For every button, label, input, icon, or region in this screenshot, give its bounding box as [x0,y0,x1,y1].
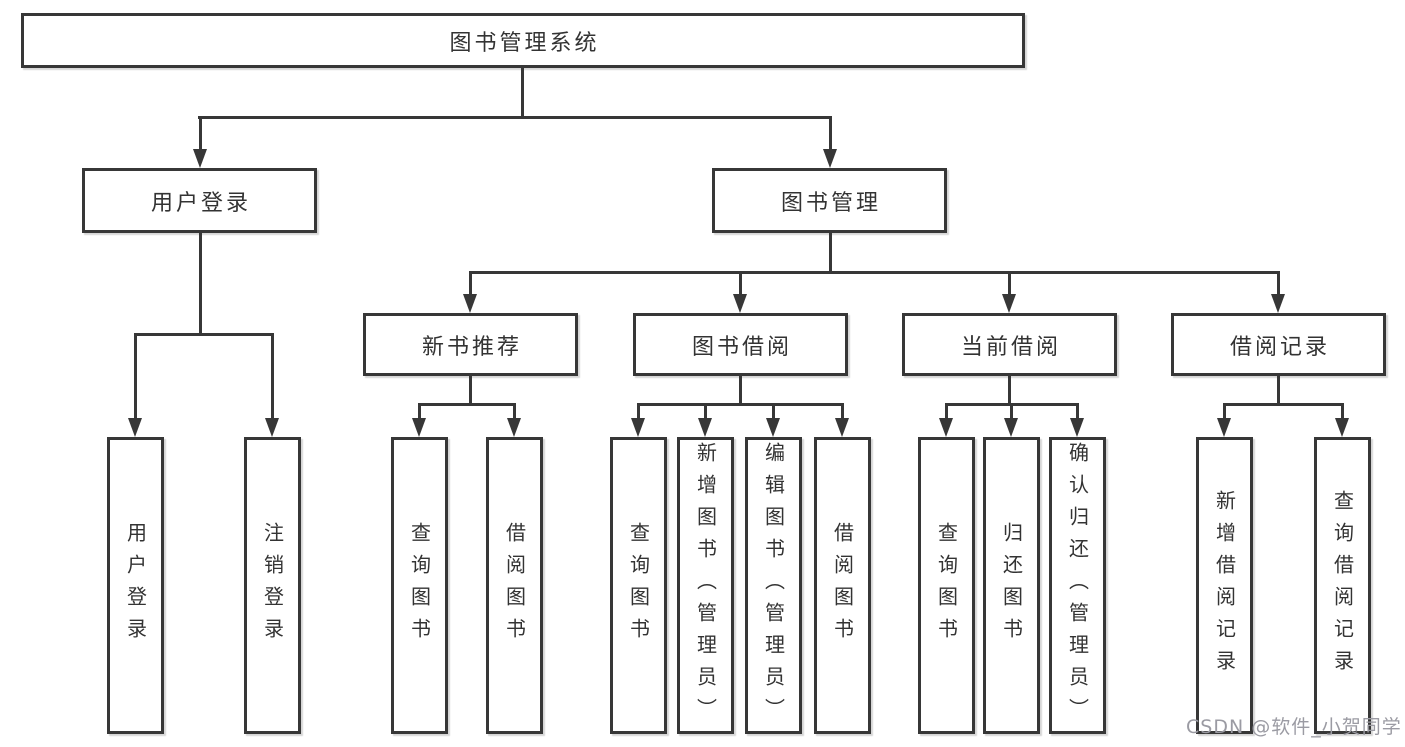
edge-line [1008,271,1011,296]
edge-arrowhead [766,418,780,437]
edge-arrowhead [631,418,645,437]
node-current-borrowing: 当前借阅 [902,313,1117,376]
edge-line [1076,403,1079,420]
node-label: 借阅图书 [502,521,527,650]
edge-line [521,68,524,118]
edge-line [841,403,844,420]
edge-line [198,116,832,119]
edge-line [739,271,742,296]
edge-arrowhead [193,149,207,168]
node-label: 新书推荐 [421,334,522,360]
leaf-return-books: 归还图书 [983,437,1040,734]
edge-line [1341,403,1344,420]
edge-line [945,403,948,420]
leaf-borrow-books-borrowing: 借阅图书 [814,437,871,734]
node-book-borrowing: 图书借阅 [633,313,848,376]
edge-line [704,403,707,420]
leaf-query-borrow-record: 查询借阅记录 [1314,437,1371,734]
edge-arrowhead [128,418,142,437]
edge-arrowhead [698,418,712,437]
edge-line [772,403,775,420]
leaf-add-books-admin: 新增图书（管理员） [677,437,734,734]
edge-line [637,403,640,420]
edge-line [418,403,421,420]
edge-line [469,271,472,296]
edge-line [469,376,472,405]
node-user-login: 用户登录 [82,168,317,233]
edge-arrowhead [1070,418,1084,437]
edge-arrowhead [1335,418,1349,437]
node-label: 编辑图书（管理员） [761,441,786,730]
edge-line [134,333,273,336]
node-label: 图书管理系统 [449,30,600,56]
node-label: 查询图书 [626,521,651,650]
node-label: 当前借阅 [960,334,1061,360]
edge-arrowhead [265,418,279,437]
edge-arrowhead [823,149,837,168]
edge-line [739,376,742,405]
csdn-watermark: CSDN @软件_小贺同学 [1186,716,1402,738]
edge-arrowhead [1217,418,1231,437]
leaf-edit-books-admin: 编辑图书（管理员） [745,437,802,734]
edge-arrowhead [1004,418,1018,437]
edge-line [637,403,844,406]
leaf-confirm-return-admin: 确认归还（管理员） [1049,437,1106,734]
edge-line [1277,376,1280,405]
edge-line [469,271,1280,274]
leaf-add-borrow-record: 新增借阅记录 [1196,437,1253,734]
edge-arrowhead [835,418,849,437]
node-borrowing-records: 借阅记录 [1171,313,1386,376]
edge-arrowhead [939,418,953,437]
node-new-book-recommend: 新书推荐 [363,313,578,376]
node-book-management: 图书管理 [712,168,947,233]
edge-arrowhead [733,294,747,313]
edge-arrowhead [463,294,477,313]
edge-line [1223,403,1344,406]
node-label: 归还图书 [999,521,1024,650]
node-label: 查询图书 [934,521,959,650]
node-label: 新增图书（管理员） [693,441,718,730]
leaf-query-books-current: 查询图书 [918,437,975,734]
node-label: 图书管理 [780,190,881,216]
edge-line [829,233,832,273]
edge-line [1008,376,1011,405]
edge-line [199,233,202,335]
edge-line [134,333,137,418]
node-label: 注销登录 [260,521,285,650]
leaf-logout: 注销登录 [244,437,301,734]
edge-line [418,403,515,406]
edge-line [199,116,202,151]
leaf-query-books-recommend: 查询图书 [391,437,448,734]
node-label: 图书借阅 [691,334,792,360]
node-label: 新增借阅记录 [1212,489,1237,682]
edge-line [271,333,274,418]
node-label: 借阅记录 [1229,334,1330,360]
leaf-user-login: 用户登录 [107,437,164,734]
edge-line [513,403,516,420]
edge-arrowhead [1271,294,1285,313]
node-label: 确认归还（管理员） [1065,441,1090,730]
edge-arrowhead [1002,294,1016,313]
node-label: 借阅图书 [830,521,855,650]
leaf-query-books-borrowing: 查询图书 [610,437,667,734]
edge-line [1223,403,1226,420]
edge-line [1277,271,1280,296]
edge-arrowhead [412,418,426,437]
edge-arrowhead [507,418,521,437]
leaf-borrow-books-recommend: 借阅图书 [486,437,543,734]
node-label: 查询图书 [407,521,432,650]
node-label: 用户登录 [150,190,251,216]
edge-line [829,116,832,151]
edge-line [1010,403,1013,420]
node-label: 用户登录 [123,521,148,650]
node-label: 查询借阅记录 [1330,489,1355,682]
node-root-library-system: 图书管理系统 [21,13,1025,68]
